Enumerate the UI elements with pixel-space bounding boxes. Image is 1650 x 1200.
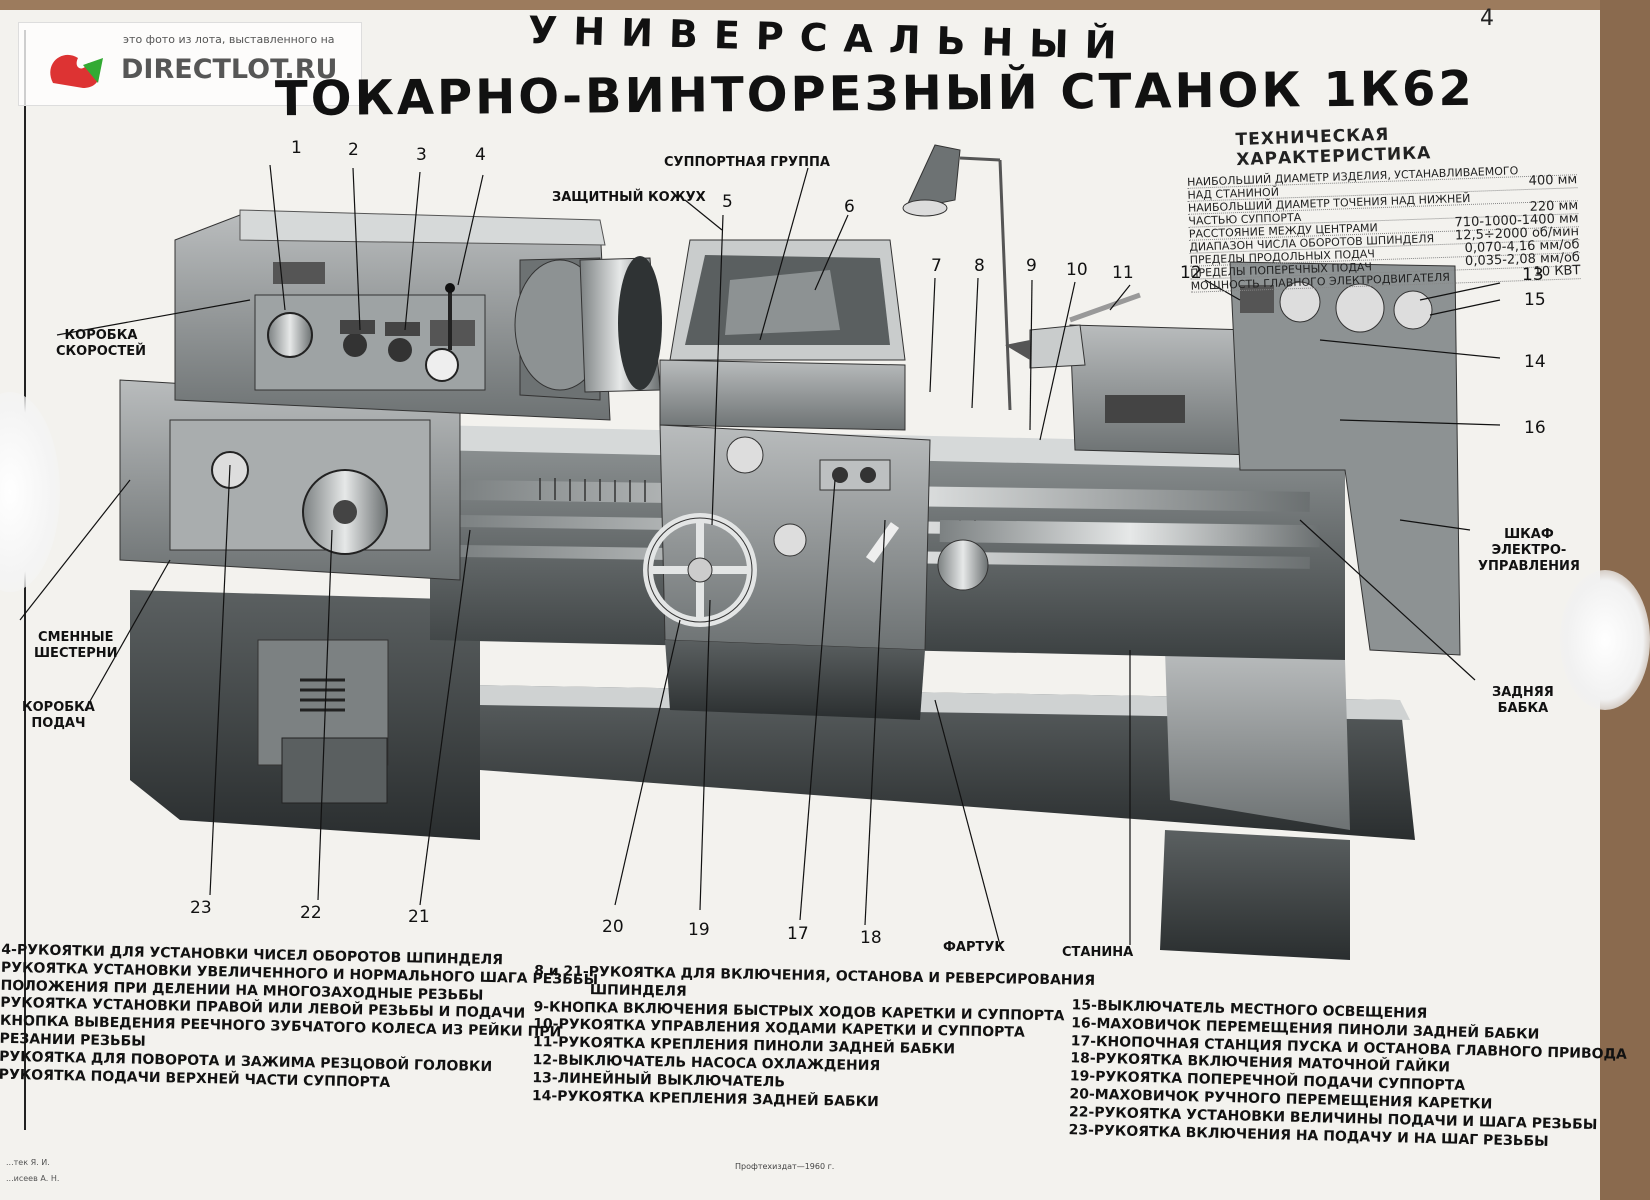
callout-23: 23	[190, 898, 212, 918]
title-line-2: ТОКАРНО-ВИНТОРЕЗНЫЙ СТАНОК 1К62	[274, 60, 1476, 128]
footer-author-2: ...исеев А. Н.	[6, 1174, 60, 1183]
legend-left: 4-РУКОЯТКИ ДЛЯ УСТАНОВКИ ЧИСЕЛ ОБОРОТОВ …	[0, 942, 599, 1097]
callout-22: 22	[300, 903, 322, 923]
label-support-group: СУППОРТНАЯ ГРУППА	[664, 155, 830, 170]
page-number: 4	[1480, 6, 1494, 31]
label-apron: ФАРТУК	[943, 940, 1005, 955]
watermark-brand: DIRECTLOT.RU	[121, 54, 338, 85]
callout-3: 3	[416, 145, 427, 165]
board-edge	[0, 0, 1600, 10]
callout-6: 6	[844, 197, 855, 217]
legend-right: 15-ВЫКЛЮЧАТЕЛЬ МЕСТНОГО ОСВЕЩЕНИЯ 16-МАХ…	[1068, 997, 1628, 1153]
callout-10: 10	[1066, 260, 1088, 280]
electrical-cabinet	[1229, 261, 1461, 656]
label-protective-guard: ЗАЩИТНЫЙ КОЖУХ	[552, 190, 706, 205]
callout-17: 17	[787, 924, 809, 944]
watermark-caption: это фото из лота, выставленного на	[123, 33, 335, 46]
footer-author-1: ...тек Я. И.	[6, 1158, 50, 1167]
callout-18: 18	[860, 928, 882, 948]
callout-14: 14	[1524, 352, 1546, 372]
legend-center: 8 и 21-РУКОЯТКА ДЛЯ ВКЛЮЧЕНИЯ, ОСТАНОВА …	[532, 963, 1095, 1115]
lathe-illustration	[19, 144, 1501, 960]
callout-16: 16	[1524, 418, 1546, 438]
lamp	[904, 144, 961, 211]
callout-12: 12	[1180, 263, 1202, 283]
callout-5: 5	[722, 192, 733, 212]
callout-1: 1	[291, 138, 302, 158]
callout-9: 9	[1026, 256, 1037, 276]
watermark: это фото из лота, выставленного на DIREC…	[18, 22, 362, 106]
callout-13: 13	[1522, 265, 1544, 285]
callout-20: 20	[602, 917, 624, 937]
right-pedestal	[1165, 650, 1350, 830]
callout-11: 11	[1112, 263, 1134, 283]
tailstock	[1069, 324, 1256, 456]
callout-8: 8	[974, 256, 985, 276]
callout-7: 7	[931, 256, 942, 276]
light-reflection	[1560, 570, 1650, 710]
callout-21: 21	[408, 907, 430, 927]
label-bed: СТАНИНА	[1062, 945, 1134, 960]
callout-19: 19	[688, 920, 710, 940]
squirrel-logo-icon	[50, 54, 103, 88]
callout-4: 4	[475, 145, 486, 165]
footer-publisher: Профтехиздат—1960 г.	[735, 1162, 835, 1171]
callout-2: 2	[348, 140, 359, 160]
callout-15: 15	[1524, 290, 1546, 310]
